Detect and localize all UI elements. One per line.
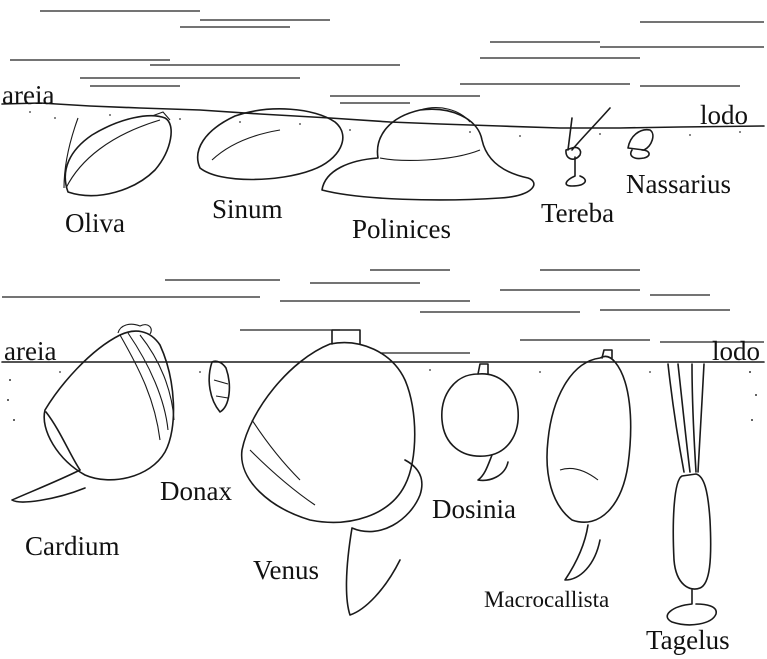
sinum-shell-drawing — [198, 109, 343, 180]
top-sediment-surface — [2, 103, 764, 128]
polinices-shell-drawing — [322, 108, 534, 200]
label-venus: Venus — [253, 557, 319, 584]
top-sediment-label-sand: areia — [2, 82, 54, 109]
tagelus-shell-drawing — [667, 364, 716, 625]
label-sinum: Sinum — [212, 196, 283, 223]
top-sediment-label-mud: lodo — [700, 102, 748, 129]
bottom-sediment-dots — [7, 369, 757, 421]
top-water-lines — [10, 11, 764, 103]
donax-shell-drawing — [209, 361, 229, 412]
label-donax: Donax — [160, 478, 232, 505]
label-cardium: Cardium — [25, 533, 120, 560]
label-polinices: Polinices — [352, 216, 451, 243]
bottom-sediment-label-mud: lodo — [712, 338, 760, 365]
nassarius-shell-drawing — [628, 130, 653, 159]
macrocallista-shell-drawing — [547, 350, 631, 580]
bottom-water-lines — [2, 270, 764, 353]
dosinia-shell-drawing — [442, 364, 518, 480]
label-tereba: Tereba — [541, 200, 614, 227]
label-dosinia: Dosinia — [432, 496, 516, 523]
top-sediment-dots — [29, 111, 741, 137]
label-macrocallista: Macrocallista — [484, 588, 609, 611]
oliva-shell-drawing — [64, 112, 171, 196]
bottom-sediment-label-sand: areia — [4, 338, 56, 365]
tereba-shell-drawing — [566, 108, 610, 186]
label-tagelus: Tagelus — [646, 627, 730, 654]
label-oliva: Oliva — [65, 210, 125, 237]
label-nassarius: Nassarius — [626, 171, 731, 198]
